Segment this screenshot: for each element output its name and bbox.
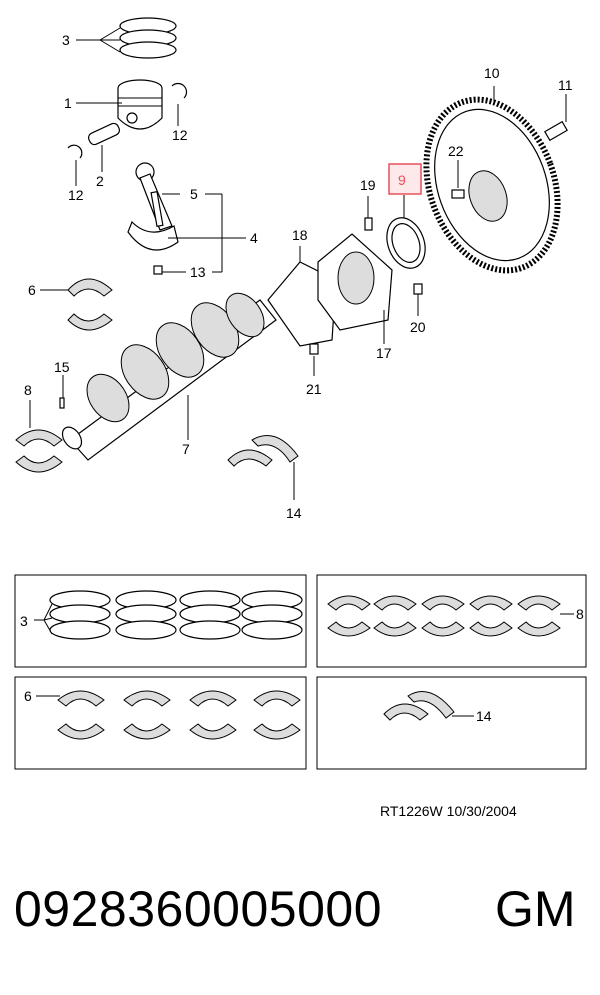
piston-rings: 3 <box>62 17 177 59</box>
callout-7: 7 <box>182 441 190 457</box>
callout-22: 22 <box>448 143 464 159</box>
callout-3: 3 <box>62 32 70 48</box>
callout-2: 2 <box>96 173 104 189</box>
callout-10: 10 <box>484 65 500 81</box>
piston-pin-clip-left: 12 <box>67 144 84 203</box>
kit-thrust-washers: 14 <box>316 676 587 770</box>
rear-oil-seal: 9 <box>386 163 426 269</box>
piston-pin: 2 <box>88 122 120 189</box>
callout-12-left: 12 <box>68 187 84 203</box>
rod-bearing-set-2 <box>123 690 171 740</box>
rod-bearing-set-4 <box>253 690 301 740</box>
part-number: 0928360005000 <box>14 881 382 937</box>
callout-8: 8 <box>24 382 32 398</box>
kit-callout-14: 14 <box>476 708 492 724</box>
callout-11: 11 <box>558 77 573 93</box>
kit-rod-bearings: 6 <box>14 676 307 770</box>
main-bearing-set-4 <box>469 595 513 637</box>
callout-5: 5 <box>190 186 198 202</box>
drawing-reference: RT1226W 10/30/2004 <box>380 803 517 819</box>
ring-set-1 <box>49 590 111 640</box>
kit-piston-rings: 3 <box>14 574 307 668</box>
connecting-rod: 5 4 13 <box>127 162 258 280</box>
retainer-bolt: 19 <box>360 177 376 231</box>
rod-bearing: 6 <box>28 278 113 331</box>
callout-20: 20 <box>410 319 426 335</box>
main-bearing-set-2 <box>373 595 417 637</box>
rod-bearing-set-1 <box>57 690 105 740</box>
rod-bearing-set-3 <box>189 690 237 740</box>
callout-15: 15 <box>54 359 70 375</box>
main-bearing-set-1 <box>327 595 371 637</box>
kit-callout-3: 3 <box>20 613 28 629</box>
brand-name: GM <box>495 881 576 937</box>
dowel-bolt: 20 <box>410 283 426 335</box>
kit-callout-6: 6 <box>24 688 32 704</box>
callout-17: 17 <box>376 345 392 361</box>
crankshaft: 7 15 <box>54 292 277 461</box>
callout-6: 6 <box>28 282 36 298</box>
piston: 1 <box>64 79 163 130</box>
callout-13: 13 <box>190 264 206 280</box>
callout-1: 1 <box>64 95 72 111</box>
callout-12-right: 12 <box>172 127 188 143</box>
main-bearing-set-5 <box>517 595 561 637</box>
dowel-pin: 21 <box>306 343 322 397</box>
main-bearing-set-3 <box>421 595 465 637</box>
callout-9: 9 <box>398 172 406 188</box>
callout-19: 19 <box>360 177 376 193</box>
callout-4: 4 <box>250 230 258 246</box>
callout-18: 18 <box>292 227 308 243</box>
highlight-box <box>388 163 422 195</box>
callout-14: 14 <box>286 505 302 521</box>
seal-retainer: 17 <box>317 233 393 361</box>
thrust-washers: 14 <box>227 435 302 521</box>
piston-pin-clip-right: 12 <box>171 82 188 143</box>
callout-21: 21 <box>306 381 322 397</box>
main-bearing: 8 <box>15 382 63 473</box>
flywheel: 10 11 22 <box>423 65 573 274</box>
kit-main-bearings: 8 <box>316 574 587 668</box>
ring-set-2 <box>115 590 177 640</box>
kit-callout-8: 8 <box>576 606 584 622</box>
ring-set-4 <box>241 590 303 640</box>
ring-set-3 <box>179 590 241 640</box>
